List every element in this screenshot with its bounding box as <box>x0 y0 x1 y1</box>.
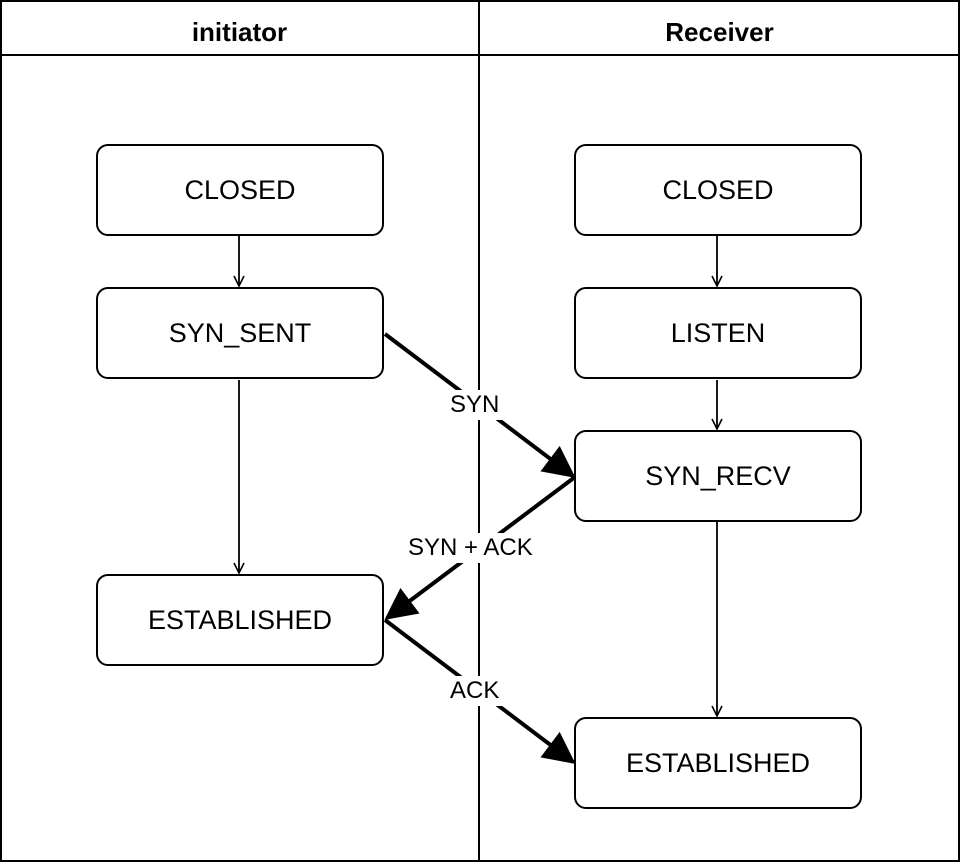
initiator-state-syn-sent: SYN_SENT <box>96 287 384 379</box>
initiator-state-closed: CLOSED <box>96 144 384 236</box>
lane-divider <box>478 0 480 862</box>
receiver-state-syn-recv: SYN_RECV <box>574 430 862 522</box>
message-label-syn: SYN <box>447 390 503 420</box>
lane-title-initiator: initiator <box>191 17 288 47</box>
receiver-state-closed: CLOSED <box>574 144 862 236</box>
message-label-syn-ack: SYN + ACK <box>405 533 536 563</box>
initiator-state-established: ESTABLISHED <box>96 574 384 666</box>
header-divider <box>0 54 960 56</box>
lane-title-receiver: Receiver <box>665 17 774 47</box>
receiver-state-established: ESTABLISHED <box>574 717 862 809</box>
message-label-ack: ACK <box>447 676 503 706</box>
receiver-state-listen: LISTEN <box>574 287 862 379</box>
